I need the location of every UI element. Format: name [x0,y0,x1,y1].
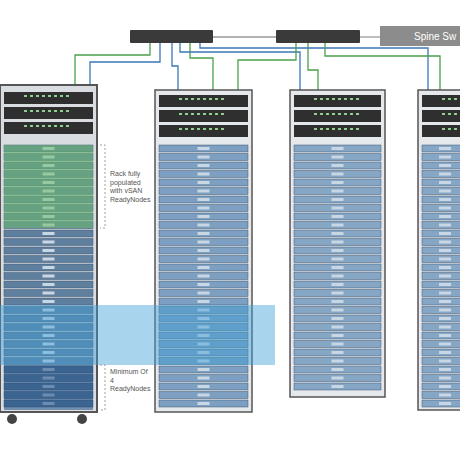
spine-switch-box: Spine Sw [380,26,460,46]
callout-note: Minimum Of 4 ReadyNodes [110,368,152,394]
callout-note: Rack fully populated with vSAN ReadyNode… [110,170,152,204]
switch-label: Spine Sw [414,31,456,42]
